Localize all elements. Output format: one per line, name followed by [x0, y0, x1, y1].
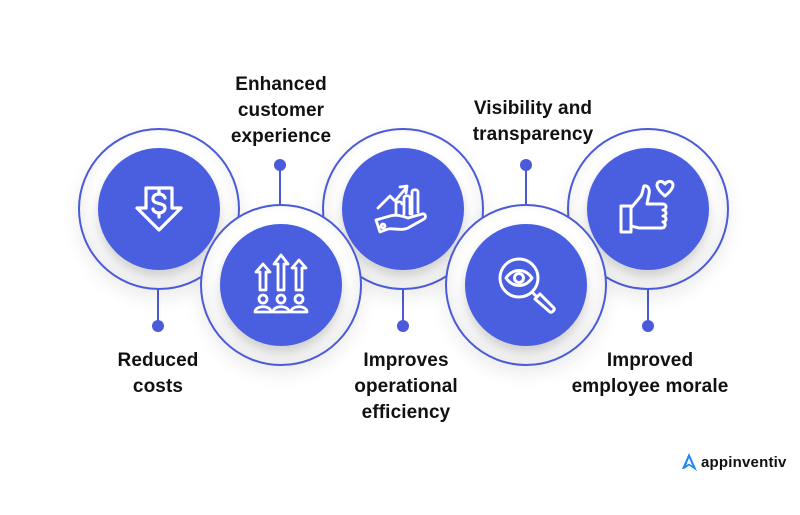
connector-line — [157, 288, 159, 326]
connector-dot — [397, 320, 409, 332]
label-line: efficiency — [361, 402, 451, 423]
label-line: employee morale — [571, 376, 729, 397]
label-reduced-costs: Reduced costs — [118, 348, 199, 400]
icon-disc — [342, 148, 464, 270]
label-operational-efficiency: Improves operational efficiency — [354, 348, 458, 426]
benefit-node-employee-morale — [567, 128, 729, 290]
label-line: customer — [237, 100, 325, 121]
label-line: Visibility and — [473, 98, 593, 119]
label-line: experience — [230, 126, 332, 147]
appinventiv-logo-icon — [682, 453, 697, 471]
dollar-down-arrow-icon — [135, 186, 183, 232]
label-customer-experience: Enhanced customer experience — [231, 72, 331, 150]
label-line: Improved — [606, 350, 694, 371]
benefit-node-customer-experience — [200, 204, 362, 366]
thumbs-up-heart-icon — [619, 180, 675, 234]
connector-line — [525, 165, 527, 205]
label-line: operational — [354, 376, 458, 397]
label-line: Enhanced — [235, 74, 327, 95]
icon-disc — [465, 224, 587, 346]
brand-logo: appinventiv — [680, 452, 787, 472]
hand-growth-chart-icon — [374, 184, 427, 234]
connector-line — [647, 288, 649, 326]
people-growth-arrows-icon — [253, 253, 309, 314]
connector-dot — [642, 320, 654, 332]
benefit-node-visibility-transparency — [445, 204, 607, 366]
label-employee-morale: Improved employee morale — [572, 348, 729, 400]
icon-disc — [220, 224, 342, 346]
icon-disc — [98, 148, 220, 270]
connector-dot — [520, 159, 532, 171]
label-visibility-transparency: Visibility and transparency — [473, 96, 594, 148]
icon-disc — [587, 148, 709, 270]
connector-dot — [152, 320, 164, 332]
label-line: Reduced — [117, 350, 199, 371]
connector-line — [402, 288, 404, 326]
magnifier-eye-icon — [498, 257, 556, 314]
brand-name: appinventiv — [701, 453, 787, 471]
connector-dot — [274, 159, 286, 171]
label-line: costs — [132, 376, 184, 397]
label-line: transparency — [472, 124, 594, 145]
connector-line — [279, 165, 281, 205]
label-line: Improves — [363, 350, 449, 371]
